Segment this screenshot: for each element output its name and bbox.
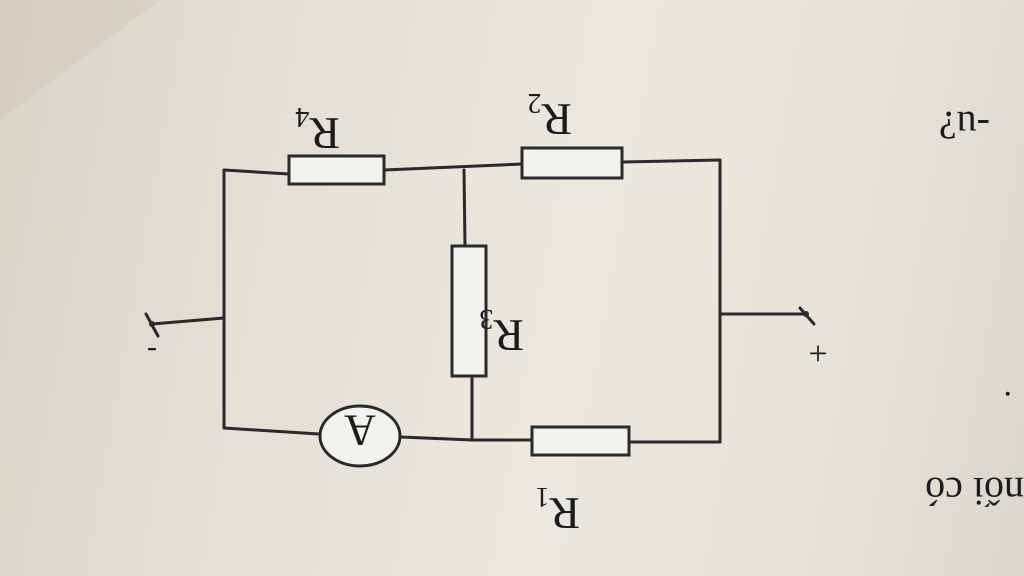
resistor-r2	[520, 146, 624, 180]
label-r4: R4	[295, 101, 340, 159]
terminal-minus-node	[144, 312, 160, 338]
terminal-plus-label: +	[808, 334, 827, 371]
terminal-plus-node	[798, 306, 816, 326]
page-fragment-dot: .	[1004, 384, 1013, 421]
resistor-r4	[287, 154, 386, 186]
page-fragment-bottom: nối có	[925, 469, 1024, 514]
label-r2: R2	[527, 87, 572, 145]
ammeter	[318, 404, 402, 468]
labels: R1 R2 R3 R4 A + - -u? nối có .	[147, 87, 1024, 539]
label-r3: R3	[479, 303, 524, 361]
label-r1: R1	[535, 481, 580, 539]
resistor-r1	[530, 425, 631, 457]
wires	[150, 158, 806, 444]
ammeter-label: A	[344, 406, 376, 455]
page-fragment-top: -u?	[939, 103, 990, 148]
page-shadow	[0, 0, 160, 120]
rotated-figure	[144, 146, 816, 468]
terminal-minus-label: -	[147, 335, 157, 368]
resistor-r3	[450, 244, 488, 378]
